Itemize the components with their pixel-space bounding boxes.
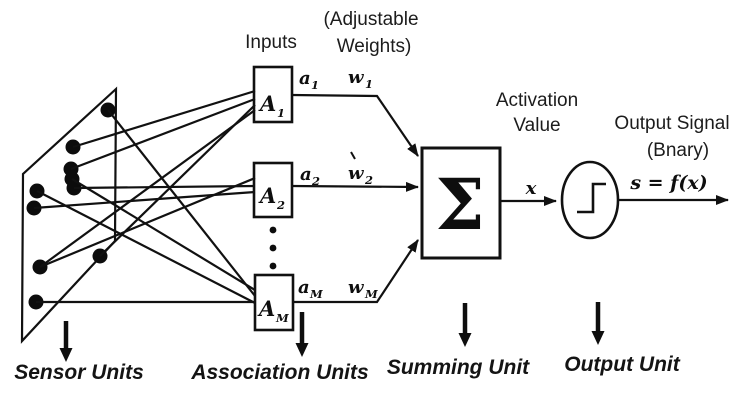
connection-line: [39, 109, 256, 268]
output-unit-circle: [560, 160, 620, 240]
a2-signal-label: a: [300, 164, 312, 185]
output-expression: s = f(x): [629, 172, 707, 194]
activation-arrow-group: x: [500, 178, 557, 206]
a2-box-sub: 2: [276, 198, 285, 212]
top-captions: Inputs (Adjustable Weights) Activation V…: [245, 9, 729, 161]
ellipsis-dot: [269, 244, 277, 252]
a1-box-label: A: [258, 91, 276, 116]
output-signal-caption-line1: Output Signal: [614, 113, 729, 134]
wire-labels: a 1 w 1 a 2 w 2 a M w M: [298, 67, 379, 301]
summing-box: [420, 146, 502, 260]
bottom-captions: Sensor Units Association Units Summing U…: [14, 353, 680, 384]
am-signal-sub: M: [309, 287, 324, 301]
down-arrow-icon: [59, 321, 73, 362]
a2-box-label: A: [258, 183, 276, 208]
connection-line: [39, 176, 256, 269]
w2-weight-label: w: [348, 163, 365, 184]
output-arrow-group: s = f(x): [618, 172, 729, 205]
connection-line: [71, 178, 256, 291]
wire-wm: [293, 239, 419, 304]
sensor-units-caption: Sensor Units: [14, 361, 144, 384]
connection-line: [73, 184, 256, 190]
a1-signal-label: a: [299, 68, 311, 89]
wire-w1: [291, 93, 419, 157]
sensor-retina-outline: [20, 86, 118, 344]
association-box-a1: [252, 65, 294, 124]
wm-weight-label: w: [348, 277, 365, 298]
ellipsis-dots: [269, 226, 277, 270]
ellipsis-dot: [269, 262, 277, 270]
am-box-sub: M: [275, 311, 290, 325]
am-box-label: A: [257, 296, 275, 321]
down-arrow-icon: [591, 302, 605, 345]
wire-w2: [291, 181, 419, 192]
connection-line: [33, 190, 256, 210]
down-arrow-icon: [458, 303, 472, 347]
am-signal-label: a: [298, 277, 310, 298]
activation-value-caption-line2: Value: [513, 115, 560, 136]
adjustable-weights-caption-line2: Weights): [337, 36, 412, 57]
summing-unit-caption: Summing Unit: [387, 356, 530, 379]
association-unit-1: A 1: [252, 65, 294, 124]
connection-line: [107, 109, 256, 297]
connection-line: [36, 190, 256, 304]
stray-tick-mark: [350, 151, 356, 160]
step-function-icon: [577, 182, 606, 214]
ellipsis-dot: [269, 226, 277, 234]
a2-signal-sub: 2: [311, 174, 320, 188]
adjustable-weights-caption-line1: (Adjustable: [323, 9, 418, 30]
output-unit: [560, 160, 620, 240]
output-signal-caption-line2: (Bnary): [647, 140, 709, 161]
inputs-caption: Inputs: [245, 32, 297, 53]
w2-weight-sub: 2: [364, 173, 373, 187]
sensor-area: [20, 86, 118, 344]
sigma-symbol: Σ: [435, 163, 485, 246]
connection-line: [70, 97, 256, 171]
association-unit-2: A 2: [252, 161, 294, 219]
activation-value-caption-line1: Activation: [496, 90, 578, 111]
w1-weight-label: w: [348, 67, 365, 88]
activation-value-label: x: [525, 178, 537, 199]
summing-unit: Σ: [420, 146, 502, 260]
w1-weight-sub: 1: [365, 77, 373, 91]
weight-wires: [291, 93, 419, 304]
sensor-connections: [33, 89, 256, 304]
association-box-a2: [252, 161, 294, 219]
output-unit-caption: Output Unit: [564, 353, 680, 376]
a1-signal-sub: 1: [311, 78, 319, 92]
a1-box-sub: 1: [277, 106, 285, 120]
down-arrow-icon: [295, 312, 309, 357]
association-unit-m: A M: [253, 273, 295, 332]
connection-line: [72, 89, 256, 149]
bottom-arrows: [59, 302, 605, 362]
association-units-caption: Association Units: [190, 361, 368, 384]
wm-weight-sub: M: [364, 287, 379, 301]
